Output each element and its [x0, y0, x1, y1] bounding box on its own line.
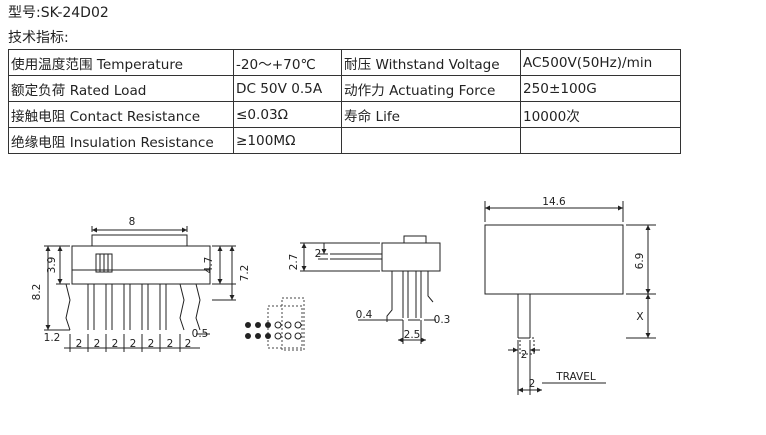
table-row: 额定负荷 Rated Load DC 50V 0.5A 动作力 Actuatin…	[8, 75, 681, 102]
spec-cell: 绝缘电阻 Insulation Resistance	[8, 127, 234, 154]
dim-label: 2	[167, 338, 174, 350]
dim-label: 7.2	[239, 265, 251, 282]
dim-label: 4.7	[203, 257, 215, 274]
dim-label: 3.9	[46, 257, 58, 274]
dim-label: 2	[76, 338, 83, 350]
dim-label: 0.4	[356, 309, 373, 321]
dim-label: 8.2	[31, 284, 43, 301]
specs-heading: 技术指标:	[8, 30, 69, 46]
top-body	[484, 224, 624, 295]
front-view-labels: 8 8.2 3.9 4.7 7.2 1.2 2 2 2 2 2 2 2 0.5	[31, 216, 251, 350]
spec-cell	[341, 127, 521, 154]
specs-table: 使用温度范围 Temperature -20～+70℃ 耐压 Withstand…	[8, 49, 681, 154]
dim-label: 0.5	[192, 328, 209, 340]
spec-cell: 耐压 Withstand Voltage	[341, 49, 521, 76]
model-number: 型号:SK-24D02	[8, 5, 109, 21]
dim-label: 2	[315, 248, 322, 260]
spec-cell: 250±100G	[520, 75, 681, 102]
spec-cell: DC 50V 0.5A	[233, 75, 342, 102]
dim-label: 14.6	[542, 196, 566, 208]
dim-label: X	[636, 311, 643, 323]
dim-label: 0.3	[434, 314, 451, 326]
dim-label: 2	[94, 338, 101, 350]
front-view	[44, 226, 236, 352]
dim-label: 2.5	[404, 329, 421, 341]
table-row: 绝缘电阻 Insulation Resistance ≥100MΩ	[8, 127, 681, 154]
side-view-labels: 2 2.7 0.4 0.3 2.5	[288, 248, 450, 341]
spec-cell: ≤0.03Ω	[233, 101, 342, 128]
pin-row	[65, 283, 201, 331]
switch-top-rail	[91, 234, 188, 247]
side-view	[300, 235, 441, 344]
dim-label: 2	[529, 378, 536, 390]
top-view	[484, 201, 656, 395]
table-row: 使用温度范围 Temperature -20～+70℃ 耐压 Withstand…	[8, 49, 681, 76]
dim-label: 8	[129, 216, 136, 228]
top-view-labels: 14.6 6.9 X 2 2 TRAVEL	[521, 196, 646, 390]
dim-label: 2	[521, 349, 528, 361]
dim-label: 6.9	[634, 253, 646, 270]
dim-label: 2	[112, 338, 119, 350]
dim-label: 1.2	[44, 332, 61, 344]
spec-cell: 额定负荷 Rated Load	[8, 75, 234, 102]
spec-cell: 使用温度范围 Temperature	[8, 49, 234, 76]
travel-label: TRAVEL	[555, 371, 596, 383]
spec-cell: AC500V(50Hz)/min	[520, 49, 681, 76]
spec-cell: 接触电阻 Contact Resistance	[8, 101, 234, 128]
spec-cell: 动作力 Actuating Force	[341, 75, 521, 102]
dim-label: 2	[130, 338, 137, 350]
dim-label: 2	[148, 338, 155, 350]
switch-body	[71, 245, 211, 285]
pcb-hole-pattern	[245, 297, 305, 351]
spec-cell: ≥100MΩ	[233, 127, 342, 154]
spec-cell	[520, 127, 681, 154]
dim-label: 2.7	[288, 254, 300, 271]
side-tab	[403, 235, 427, 244]
side-body	[381, 242, 441, 272]
dim-label: 2	[185, 338, 192, 350]
